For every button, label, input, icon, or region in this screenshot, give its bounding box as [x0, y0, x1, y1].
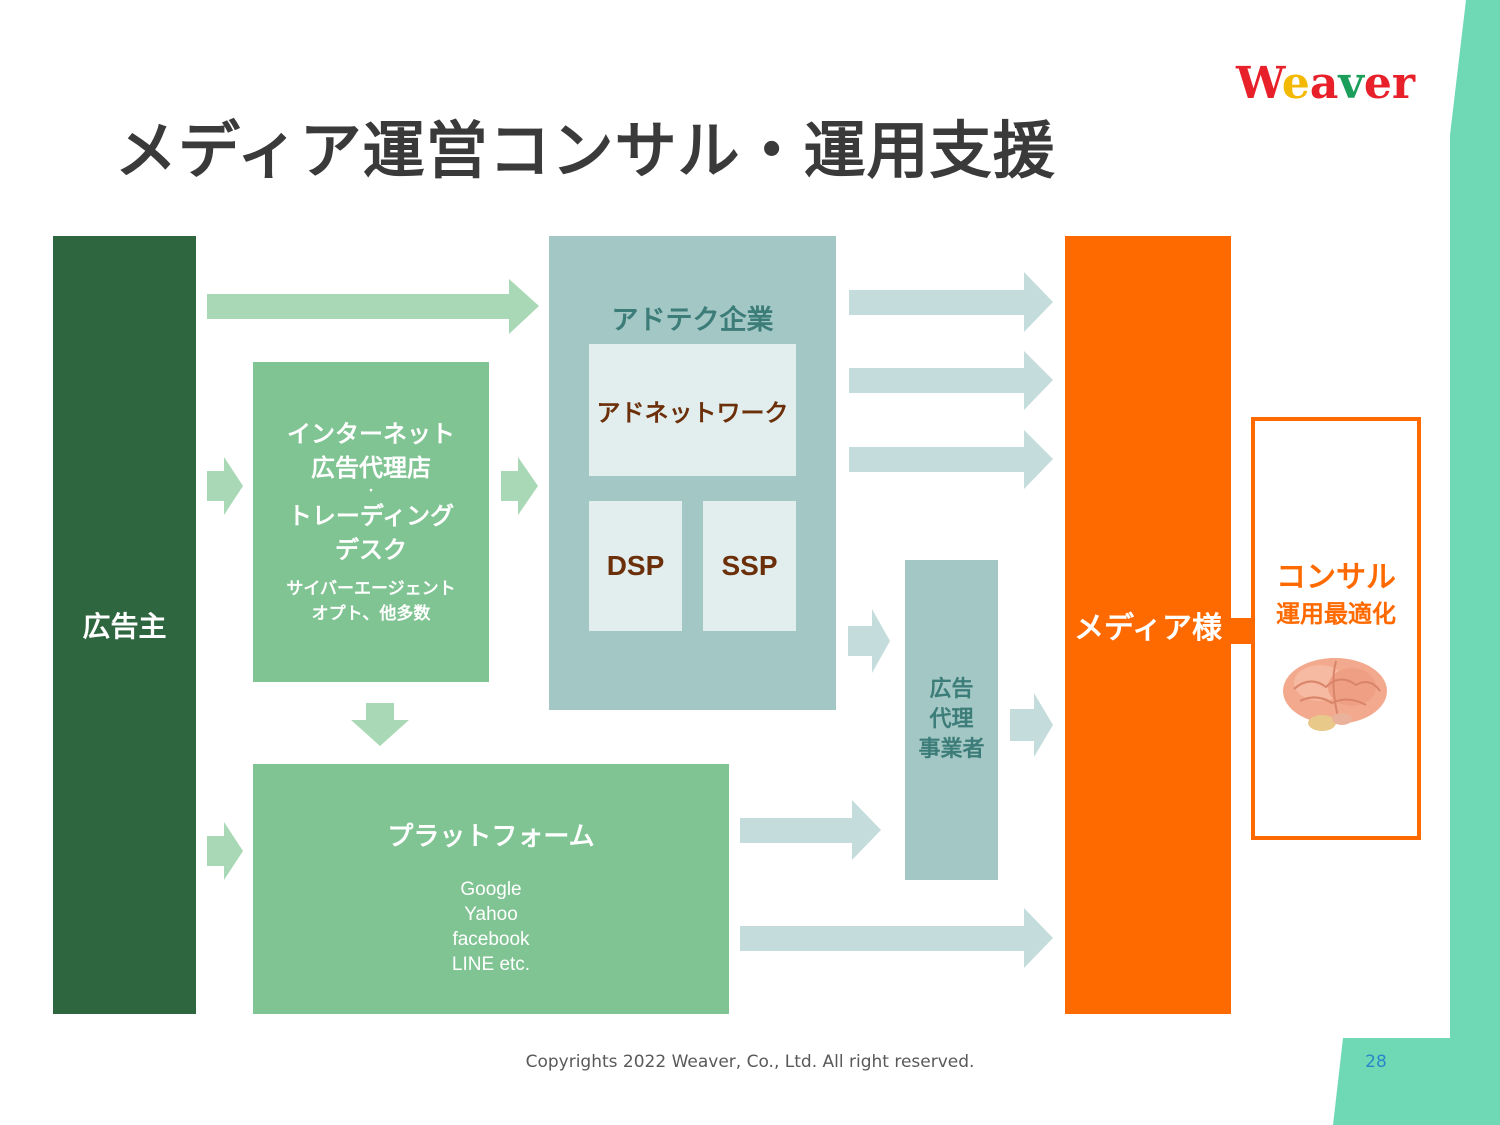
arrow-advertiser-to-platform: [207, 822, 243, 880]
platform-title: プラットフォーム: [387, 822, 595, 852]
ad-agent-box: 広告 代理 事業者: [905, 560, 998, 880]
page-number: 28: [1365, 1052, 1387, 1072]
consult-title: コンサル: [1276, 560, 1396, 595]
arrow-adtech-to-media-3: [849, 430, 1053, 489]
agency-box: インターネット 広告代理店 ・ トレーディング デスク サイバーエージェント オ…: [253, 362, 489, 682]
agency-line: デスク: [335, 536, 407, 564]
ssp-label: SSP: [721, 550, 778, 581]
adnetwork-label: アドネットワーク: [596, 398, 789, 427]
platform-item: Yahoo: [464, 904, 518, 925]
arrow-platform-to-agent: [740, 800, 881, 860]
adtech-title: アドテク企業: [611, 305, 774, 336]
media-label: メディア様: [1074, 611, 1222, 646]
platform-item: LINE etc.: [451, 954, 531, 975]
agency-example: サイバーエージェント: [286, 579, 456, 599]
page-title: メディア運営コンサル・運用支援: [115, 114, 1056, 187]
logo-letter: r: [1391, 58, 1416, 109]
ad-agent-line: 事業者: [918, 737, 985, 762]
agency-examples: サイバーエージェント オプト、他多数: [286, 577, 455, 627]
media-connector: [1231, 618, 1253, 644]
arrow-advertiser-to-agency: [207, 457, 243, 515]
arrow-agency-to-platform: [351, 703, 409, 746]
brain-icon: [1283, 658, 1387, 731]
agency-line: 広告代理店: [311, 454, 431, 482]
consult-box: コンサル 運用最適化: [1251, 417, 1421, 840]
platform-item: facebook: [452, 929, 530, 950]
arrow-agent-to-media: [1010, 693, 1053, 757]
ad-agent-line: 広告: [929, 677, 974, 702]
footer-copyright: Copyrights 2022 Weaver, Co., Ltd. All ri…: [525, 1052, 975, 1072]
arrow-adtech-to-media-2: [849, 351, 1053, 410]
agency-example: オプト、他多数: [311, 604, 431, 624]
logo-letter: a: [1309, 58, 1339, 109]
media-box: メディア様: [1065, 236, 1231, 1014]
dsp-box: DSP: [589, 501, 682, 631]
logo-letter: W: [1236, 58, 1282, 109]
agency-separator: ・: [366, 486, 376, 497]
ad-agent-line: 代理: [929, 707, 974, 732]
agency-line: トレーディング: [287, 502, 455, 530]
arrow-agency-to-adtech: [501, 457, 538, 515]
logo-letter: v: [1338, 58, 1364, 109]
consult-subtitle: 運用最適化: [1276, 600, 1396, 628]
logo-letter: e: [1281, 58, 1310, 109]
arrow-advertiser-to-adtech: [207, 279, 539, 334]
arrow-platform-to-media: [740, 908, 1053, 968]
platform-box: プラットフォーム Google Yahoo facebook LINE etc.: [253, 764, 729, 1014]
platform-item: Google: [460, 879, 522, 900]
dsp-label: DSP: [606, 550, 665, 581]
adnetwork-box: アドネットワーク: [589, 344, 796, 476]
logo-letter: e: [1363, 58, 1392, 109]
advertiser-box: 広告主: [53, 236, 196, 1014]
arrow-adtech-to-media-1: [849, 272, 1053, 332]
advertiser-label: 広告主: [82, 610, 167, 643]
ssp-box: SSP: [703, 501, 796, 631]
arrow-adtech-to-agent: [848, 609, 890, 673]
agency-line: インターネット: [287, 420, 455, 448]
weaver-logo: Weaver: [1236, 58, 1415, 109]
